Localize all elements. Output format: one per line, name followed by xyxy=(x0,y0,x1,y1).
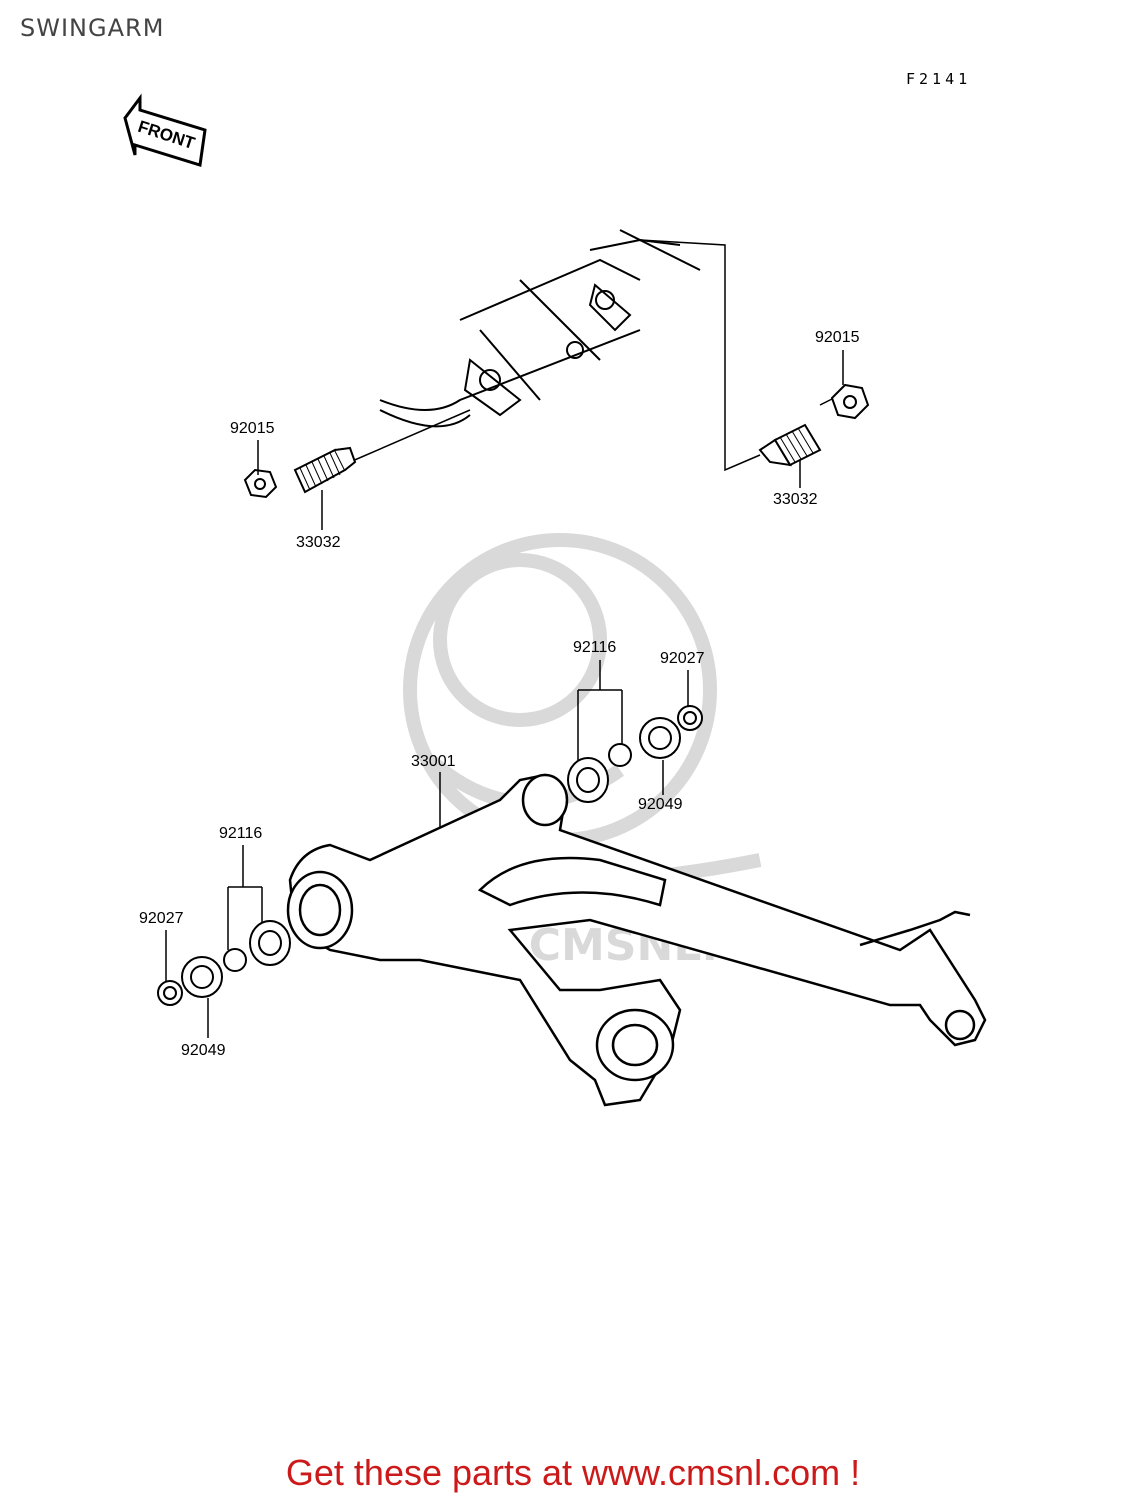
label-seal-upper: 92049 xyxy=(638,796,683,813)
front-arrow-icon: FRONT xyxy=(123,93,207,167)
label-bolt-left: 33032 xyxy=(296,534,341,551)
callout-lines xyxy=(165,350,844,1038)
label-nut-left: 92015 xyxy=(230,420,275,437)
right-adjuster-bolt xyxy=(758,423,822,467)
left-adjuster-bolt xyxy=(293,446,357,494)
upper-bearing-group xyxy=(567,705,703,803)
figure-code: F2141 xyxy=(906,70,972,88)
footer-link[interactable]: Get these parts at www.cmsnl.com ! xyxy=(285,1452,861,1493)
label-bearing-kit-upper: 92116 xyxy=(573,639,616,656)
label-cap-upper: 92027 xyxy=(660,650,705,667)
left-nut xyxy=(243,468,278,499)
swingarm-body xyxy=(286,773,987,1107)
label-cap-lower: 92027 xyxy=(139,910,184,927)
label-bearing-kit-lower: 92116 xyxy=(219,825,262,842)
label-swingarm: 33001 xyxy=(411,753,456,770)
right-nut xyxy=(830,383,870,420)
page-title: SWINGARM xyxy=(20,14,165,42)
frame-section xyxy=(379,229,701,428)
label-bolt-right: 33032 xyxy=(773,491,818,508)
label-nut-right: 92015 xyxy=(815,329,860,346)
label-seal-lower: 92049 xyxy=(181,1042,226,1059)
lower-bearing-group xyxy=(157,920,291,1006)
